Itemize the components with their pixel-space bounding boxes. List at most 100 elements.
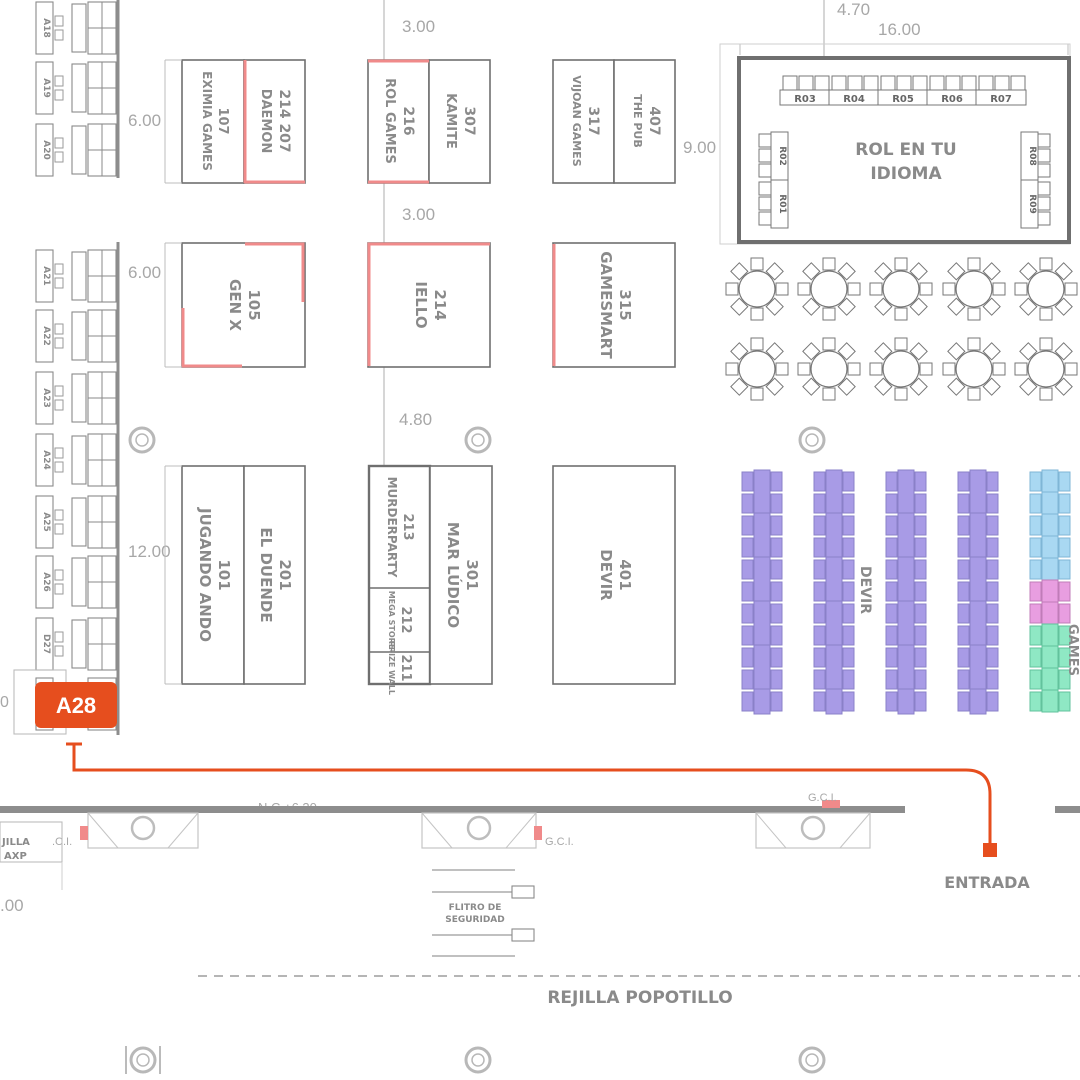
rol-table-label: R06 xyxy=(941,94,963,105)
rol-table-label: R04 xyxy=(843,94,865,105)
left-booth-label: A25 xyxy=(41,512,51,532)
rol-table-label: R01 xyxy=(777,194,787,213)
game-tables-area xyxy=(741,469,1071,715)
left-booth[interactable] xyxy=(35,495,54,549)
stand-number: 301 xyxy=(463,559,481,590)
stand-214-iello[interactable] xyxy=(367,242,491,368)
play-area-right-label: GAMES xyxy=(1065,624,1080,676)
dimension-label: 12.00 xyxy=(128,542,171,561)
left-booth[interactable] xyxy=(35,371,54,425)
stand-name: IELLO xyxy=(412,281,430,328)
rol-table-label: R08 xyxy=(1027,146,1037,165)
stand-number: 315 xyxy=(616,289,634,320)
stand-number: 317 xyxy=(585,106,601,135)
dimension-label: 6.00 xyxy=(128,263,161,282)
stand-name: VIJOAN GAMES xyxy=(570,75,583,166)
stand-107[interactable] xyxy=(181,59,245,184)
dimension-label: 4.70 xyxy=(837,0,870,19)
stand-number: 216 xyxy=(400,106,416,135)
left-booth[interactable] xyxy=(35,1,54,55)
game-table-row[interactable] xyxy=(813,469,855,715)
left-booth-label: A20 xyxy=(41,140,51,160)
rol-table-label: R07 xyxy=(990,94,1012,105)
rol-table[interactable] xyxy=(975,89,1027,106)
round-table[interactable] xyxy=(725,337,789,401)
round-table[interactable] xyxy=(869,257,933,321)
left-booth-label: D27 xyxy=(41,634,51,654)
left-booth-label: A21 xyxy=(41,266,51,286)
stand-317[interactable] xyxy=(552,59,615,184)
left-booth-label: A22 xyxy=(41,326,51,346)
stand-name: PRIZE WALL xyxy=(387,641,396,695)
stand-name: GAMESMART xyxy=(597,251,615,359)
round-table[interactable] xyxy=(725,257,789,321)
game-table-row[interactable] xyxy=(741,469,783,715)
dimension-label: 9.00 xyxy=(683,138,716,157)
game-table-row[interactable] xyxy=(885,469,927,715)
area-title: ROL EN TU xyxy=(855,140,956,160)
security-label: FLITRO DE xyxy=(449,903,502,913)
left-booth[interactable] xyxy=(35,309,54,363)
stand-number: 107 xyxy=(215,107,230,134)
entrance-label: ENTRADA xyxy=(944,873,1030,892)
stand-name: GEN X xyxy=(226,279,244,331)
dimension-label: 3.00 xyxy=(402,17,435,36)
stand-number: 407 xyxy=(646,106,662,135)
stand-number: 201 xyxy=(276,559,294,590)
round-table[interactable] xyxy=(797,337,861,401)
round-table[interactable] xyxy=(797,257,861,321)
stand-105[interactable] xyxy=(181,242,306,368)
left-booth[interactable] xyxy=(35,555,54,609)
stand-number: 401 xyxy=(616,559,634,590)
stand-207[interactable] xyxy=(243,59,306,184)
round-table[interactable] xyxy=(942,257,1006,321)
gci-label: G.C.I. xyxy=(808,792,837,804)
stand-201[interactable] xyxy=(243,465,306,685)
round-table[interactable] xyxy=(869,337,933,401)
pillars xyxy=(125,426,826,1074)
left-booth-label: A26 xyxy=(41,572,51,592)
left-booth[interactable] xyxy=(35,123,54,177)
left-box-label: JILLA xyxy=(1,837,30,848)
highlighted-booth-label: A28 xyxy=(56,693,96,718)
grille-label: REJILLA POPOTILLO xyxy=(547,988,732,1008)
left-booth[interactable] xyxy=(35,249,54,303)
left-booth[interactable] xyxy=(35,433,54,487)
stand-101[interactable] xyxy=(181,465,245,685)
game-table-row[interactable] xyxy=(1029,469,1071,713)
round-table[interactable] xyxy=(1014,337,1078,401)
rol-table-label: R05 xyxy=(892,94,914,105)
stand-216[interactable] xyxy=(367,59,430,184)
area-title: IDIOMA xyxy=(870,164,942,184)
entrance-doors xyxy=(87,812,871,849)
round-table[interactable] xyxy=(1014,257,1078,321)
stand-name: THE PUB xyxy=(631,94,644,147)
dimension-label: 6.00 xyxy=(128,111,161,130)
game-table-row[interactable] xyxy=(957,469,999,715)
left-booth-label: A24 xyxy=(41,450,51,470)
stand-name: DAEMON xyxy=(258,89,273,154)
highlighted-booth-badge[interactable]: A28 xyxy=(35,682,117,728)
security-filter: FLITRO DE SEGURIDAD xyxy=(432,869,535,957)
stand-407[interactable] xyxy=(613,59,676,184)
left-booth-label: A18 xyxy=(41,18,51,38)
stand-name: JUGANDO ANDO xyxy=(196,507,214,642)
stand-213-group[interactable] xyxy=(367,464,432,686)
left-booth[interactable] xyxy=(35,61,54,115)
entrance-marker xyxy=(983,843,997,857)
stand-401[interactable] xyxy=(552,465,676,685)
stand-number: 214 207 xyxy=(276,89,292,152)
round-tables-area xyxy=(725,257,1078,401)
stand-307[interactable] xyxy=(428,59,491,184)
round-table[interactable] xyxy=(942,337,1006,401)
stand-301[interactable] xyxy=(429,465,493,685)
left-box-label: AXP xyxy=(4,851,27,862)
svg-text:0: 0 xyxy=(0,694,9,711)
stand-315[interactable] xyxy=(552,242,676,368)
stand-number: 211 xyxy=(398,654,413,681)
dimension-label: 3.00 xyxy=(402,205,435,224)
door xyxy=(421,812,537,849)
